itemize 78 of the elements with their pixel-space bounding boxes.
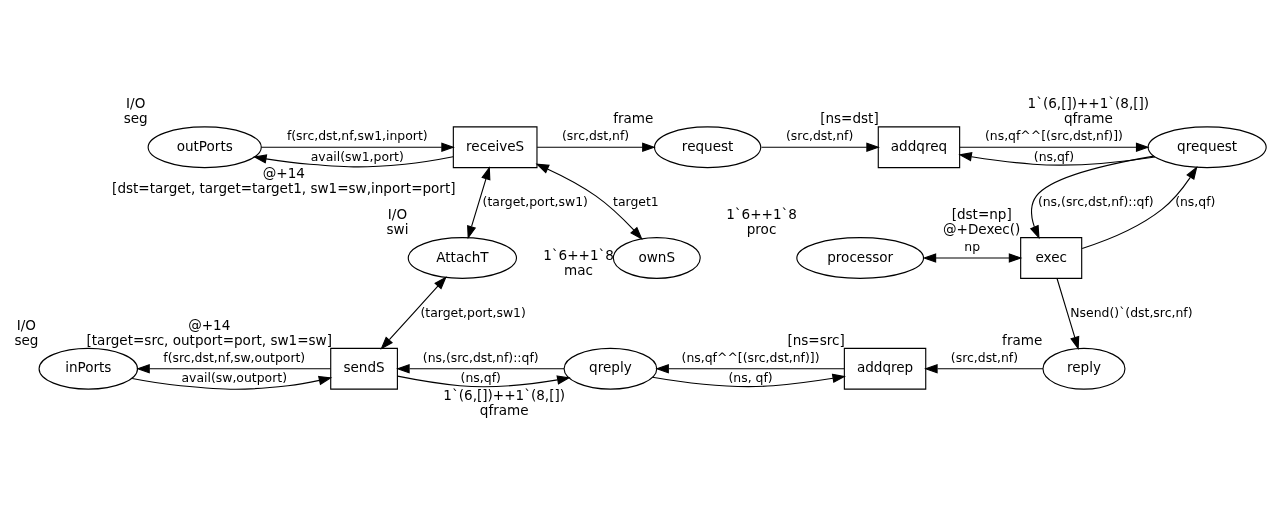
edge-label: (ns,qf^^[(src,dst,nf)]) bbox=[681, 349, 820, 365]
node-box: addqreq bbox=[877, 126, 961, 169]
node-label: seg bbox=[123, 110, 148, 127]
edge-label: avail(sw,outport) bbox=[181, 370, 288, 386]
arrow bbox=[396, 364, 565, 374]
node-label: @+14 bbox=[262, 165, 305, 182]
node-box: receiveS bbox=[452, 126, 538, 169]
arrow bbox=[655, 364, 845, 374]
arrow bbox=[467, 166, 491, 240]
edge-label: (ns,qf^^[(src,dst,nf)]) bbox=[984, 128, 1123, 144]
node-ellipse: outPorts bbox=[147, 126, 262, 169]
node-ellipse: inPorts bbox=[38, 347, 139, 390]
edge-label: (ns,(src,dst,nf)::qf) bbox=[1037, 193, 1154, 209]
edge-label: (ns,(src,dst,nf)::qf) bbox=[422, 349, 539, 365]
arrow bbox=[136, 364, 332, 374]
arrow bbox=[1056, 277, 1080, 351]
node-label: 1`(6,[])++1`(8,[]) bbox=[1027, 95, 1150, 112]
node-ellipse: processor bbox=[796, 237, 925, 279]
edge-label: f(src,dst,nf,sw,outport) bbox=[163, 349, 306, 365]
node-label: @+14 bbox=[188, 316, 231, 333]
arrow bbox=[380, 276, 447, 350]
edge-label: Nsend()`(dst,src,nf) bbox=[1070, 304, 1193, 320]
node-label: [target=src, outport=port, sw1=sw] bbox=[86, 331, 332, 348]
arrow bbox=[924, 364, 1044, 374]
edge-label: (src,dst,nf) bbox=[950, 349, 1019, 365]
node-ellipse: qrequest bbox=[1147, 126, 1267, 169]
arrow bbox=[1029, 155, 1155, 240]
arrow bbox=[131, 375, 333, 390]
node-label: mac bbox=[564, 261, 594, 278]
node-ellipse: request bbox=[653, 126, 762, 169]
node-label: 1`6++1`8 bbox=[726, 206, 797, 223]
arrow bbox=[958, 152, 1156, 166]
edge-label: target1 bbox=[613, 193, 659, 209]
node-label: [ns=src] bbox=[787, 331, 845, 348]
arrow bbox=[651, 373, 846, 388]
node-label: frame bbox=[1002, 331, 1043, 348]
node-label: 1`(6,[])++1`(8,[]) bbox=[443, 386, 566, 403]
node-box: exec bbox=[1020, 237, 1083, 279]
node-label: I/O bbox=[16, 316, 37, 333]
node-ellipse: ownS bbox=[612, 237, 701, 279]
edge-label: np bbox=[964, 238, 981, 254]
node-label: @+Dexec() bbox=[942, 220, 1021, 237]
arrow bbox=[760, 142, 880, 152]
edge-label: (target,port,sw1) bbox=[420, 304, 526, 320]
edge-label: (src,dst,nf) bbox=[786, 128, 854, 144]
edge-label: avail(sw1,port) bbox=[310, 148, 404, 164]
arrow bbox=[536, 142, 656, 152]
node-ellipse: AttachT bbox=[407, 237, 518, 279]
node-label: [dst=target, target=target1, sw1=sw,inport=port] bbox=[112, 180, 456, 197]
edge-label: (src,dst,nf) bbox=[561, 128, 630, 144]
node-label: proc bbox=[746, 220, 777, 237]
edge-label: f(src,dst,nf,sw1,inport) bbox=[286, 128, 428, 144]
node-ellipse: reply bbox=[1042, 347, 1126, 390]
edge-label: (ns,qf) bbox=[1033, 148, 1075, 164]
node-label: frame bbox=[613, 110, 654, 127]
node-label: qframe bbox=[1063, 110, 1113, 127]
node-ellipse: qreply bbox=[563, 347, 658, 390]
arrow bbox=[260, 142, 455, 152]
node-label: 1`6++1`8 bbox=[543, 246, 614, 263]
arrow bbox=[959, 142, 1150, 152]
node-box: sendS bbox=[330, 347, 398, 390]
edge-label: (target,port,sw1) bbox=[482, 193, 588, 209]
edge-label: (ns, qf) bbox=[728, 370, 773, 386]
arrow bbox=[253, 154, 454, 168]
node-label: I/O bbox=[126, 95, 146, 112]
arrow bbox=[1081, 166, 1198, 249]
node-label: seg bbox=[14, 331, 39, 348]
node-label: [dst=np] bbox=[951, 206, 1012, 223]
node-label: [ns=dst] bbox=[820, 110, 879, 127]
node-label: I/O bbox=[387, 206, 408, 223]
edge-label: (ns,qf) bbox=[1175, 193, 1216, 209]
node-label: swi bbox=[386, 220, 409, 237]
node-label: qframe bbox=[479, 401, 529, 418]
node-box: addqrep bbox=[843, 347, 927, 390]
arrow bbox=[922, 253, 1023, 263]
arrow bbox=[535, 163, 643, 240]
edge-label: (ns,qf) bbox=[460, 370, 501, 386]
arrow bbox=[397, 375, 571, 388]
